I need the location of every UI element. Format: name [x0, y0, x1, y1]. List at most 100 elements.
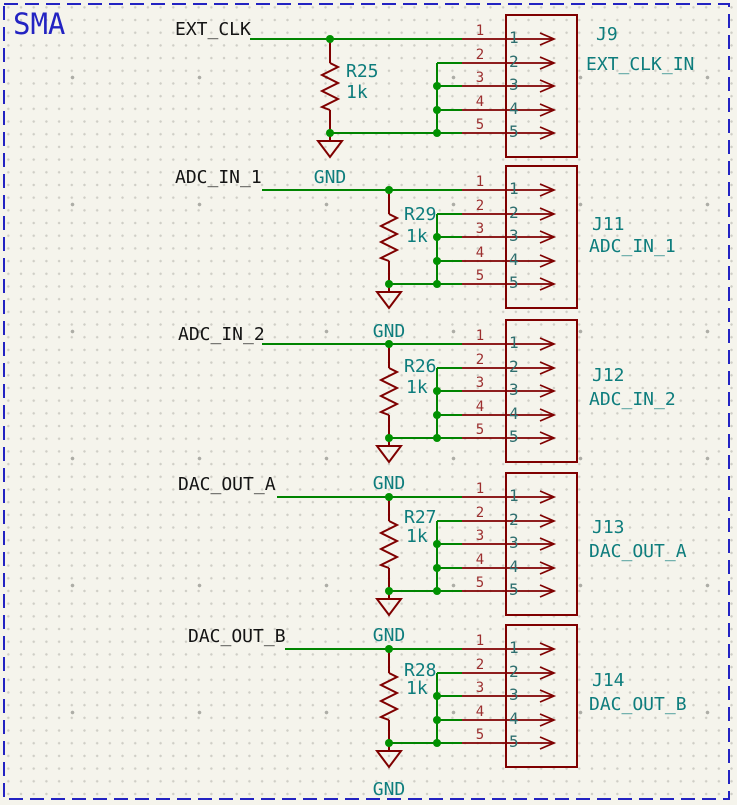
wire-ext-clk[interactable]: [250, 38, 462, 134]
resistor-r27-symbol[interactable]: [378, 497, 400, 591]
resistor-r25-symbol[interactable]: [319, 39, 341, 133]
pin-number[interactable]: 4: [475, 94, 485, 110]
connector-j13-value[interactable]: DAC_OUT_A: [589, 541, 687, 562]
net-label-adc-in-2[interactable]: ADC_IN_2: [178, 324, 265, 345]
pin-arrow-icons: [539, 642, 557, 750]
pin-number[interactable]: 2: [475, 505, 485, 521]
pin-number[interactable]: 2: [475, 47, 485, 63]
pin-number[interactable]: 4: [475, 399, 485, 415]
net-label-ext-clk[interactable]: EXT_CLK: [175, 19, 251, 40]
sheet-group-title[interactable]: SMA: [13, 7, 66, 41]
resistor-r27-value[interactable]: 1k: [406, 526, 428, 547]
resistor-r26-symbol[interactable]: [378, 344, 400, 438]
wire-adc-in-2[interactable]: [262, 343, 462, 439]
pin-number[interactable]: 3: [475, 70, 485, 86]
pin-name: 3: [509, 226, 519, 245]
resistor-r26-value[interactable]: 1k: [406, 377, 428, 398]
pin-number[interactable]: 5: [475, 727, 485, 743]
pin-lines: [506, 38, 552, 134]
gnd-label[interactable]: GND: [372, 779, 406, 800]
connector-j11-value[interactable]: ADC_IN_1: [589, 236, 676, 257]
net-label-dac-out-b[interactable]: DAC_OUT_B: [188, 626, 286, 647]
resistor-r25-ref[interactable]: R25: [346, 61, 379, 82]
pin-name: 5: [509, 122, 519, 141]
connector-j11-ref[interactable]: J11: [592, 214, 625, 235]
pin-name: 1: [509, 179, 519, 198]
pin-lines: [506, 343, 552, 439]
resistor-r29-value[interactable]: 1k: [406, 226, 428, 247]
connector-j9-value[interactable]: EXT_CLK_IN: [586, 54, 695, 75]
gnd-label[interactable]: GND: [372, 321, 406, 342]
wire-adc-in-1[interactable]: [262, 189, 462, 285]
pin-stubs[interactable]: [462, 648, 506, 744]
pin-number[interactable]: 2: [475, 352, 485, 368]
net-label-dac-out-a[interactable]: DAC_OUT_A: [178, 474, 276, 495]
pin-name: 4: [509, 557, 519, 576]
block-dac-out-b[interactable]: [285, 624, 578, 769]
pin-number[interactable]: 5: [475, 422, 485, 438]
pin-number[interactable]: 3: [475, 680, 485, 696]
connector-j13-ref[interactable]: J13: [592, 517, 625, 538]
resistor-r28-symbol[interactable]: [378, 649, 400, 743]
resistor-r25-value[interactable]: 1k: [346, 82, 368, 103]
connector-j12-ref[interactable]: J12: [592, 365, 625, 386]
pin-name: 1: [509, 333, 519, 352]
pin-number[interactable]: 3: [475, 375, 485, 391]
pin-number[interactable]: 1: [475, 328, 485, 344]
pin-name: 4: [509, 709, 519, 728]
resistor-r27-ref[interactable]: R27: [404, 507, 437, 528]
resistor-r29-symbol[interactable]: [378, 190, 400, 284]
pin-number[interactable]: 1: [475, 481, 485, 497]
connector-j12-value[interactable]: ADC_IN_2: [589, 389, 676, 410]
pin-number[interactable]: 5: [475, 268, 485, 284]
pin-number[interactable]: 4: [475, 704, 485, 720]
sheet-border: [3, 3, 730, 800]
pin-number[interactable]: 4: [475, 245, 485, 261]
pin-lines: [506, 648, 552, 744]
resistor-r28-ref[interactable]: R28: [404, 660, 437, 681]
pin-number[interactable]: 1: [475, 174, 485, 190]
pin-stubs[interactable]: [462, 38, 506, 134]
pin-stubs[interactable]: [462, 343, 506, 439]
resistor-r29-ref[interactable]: R29: [404, 204, 437, 225]
pin-stubs[interactable]: [462, 496, 506, 592]
resistor-r26-ref[interactable]: R26: [404, 356, 437, 377]
net-label-adc-in-1[interactable]: ADC_IN_1: [175, 167, 262, 188]
junction-dots: [385, 645, 441, 747]
wire-dac-out-b[interactable]: [285, 648, 462, 744]
junction-dots: [385, 493, 441, 595]
pin-number[interactable]: 1: [475, 23, 485, 39]
pin-arrow-icons: [539, 183, 557, 291]
pin-number[interactable]: 4: [475, 552, 485, 568]
connector-j14-value[interactable]: DAC_OUT_B: [589, 694, 687, 715]
pin-number[interactable]: 2: [475, 198, 485, 214]
block-adc-in-2[interactable]: [262, 319, 578, 464]
pin-number[interactable]: 3: [475, 221, 485, 237]
junction-dots: [385, 186, 441, 288]
gnd-label[interactable]: GND: [313, 167, 347, 188]
pin-name: 3: [509, 75, 519, 94]
pin-name: 2: [509, 357, 519, 376]
pin-name: 4: [509, 99, 519, 118]
block-ext-clk[interactable]: [250, 14, 578, 159]
gnd-label[interactable]: GND: [372, 473, 406, 494]
pin-number[interactable]: 1: [475, 633, 485, 649]
pin-number[interactable]: 3: [475, 528, 485, 544]
wire-dac-out-a[interactable]: [277, 496, 462, 592]
connector-j14-ref[interactable]: J14: [592, 670, 625, 691]
pin-number[interactable]: 2: [475, 657, 485, 673]
block-dac-out-a[interactable]: [277, 472, 578, 617]
resistor-r28-value[interactable]: 1k: [406, 678, 428, 699]
pin-name: 5: [509, 732, 519, 751]
pin-arrow-icons: [539, 337, 557, 445]
connector-j9-ref[interactable]: J9: [596, 24, 618, 45]
pin-arrow-icons: [539, 490, 557, 598]
gnd-label[interactable]: GND: [372, 625, 406, 646]
pin-name: 4: [509, 250, 519, 269]
pin-number[interactable]: 5: [475, 575, 485, 591]
pin-name: 2: [509, 203, 519, 222]
block-adc-in-1[interactable]: [262, 165, 578, 310]
pin-number[interactable]: 5: [475, 117, 485, 133]
pin-stubs[interactable]: [462, 189, 506, 285]
